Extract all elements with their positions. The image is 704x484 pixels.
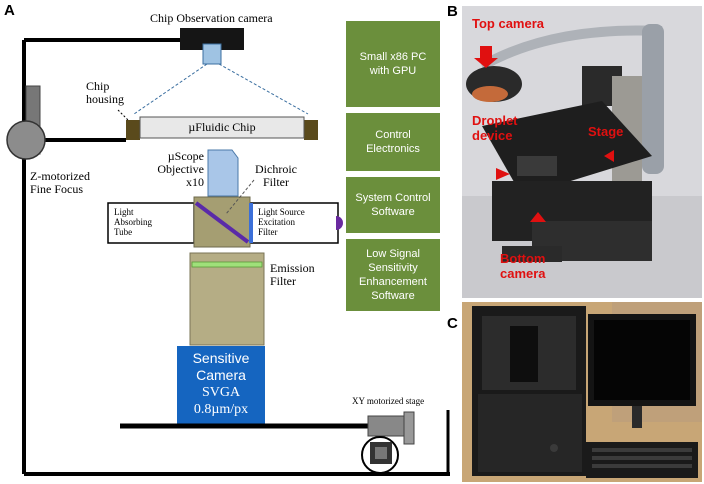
absorbing-tube-label: Light Absorbing Tube — [114, 207, 152, 237]
objective-line-1: µScope — [167, 149, 204, 163]
bottom-line-1: Bottom — [500, 251, 546, 266]
view-cone-right — [218, 63, 309, 115]
objective-lens — [207, 149, 239, 197]
microfluidic-chip-body — [139, 116, 305, 139]
photo-b-illustration — [462, 6, 702, 298]
emission-label: Emission Filter — [270, 262, 315, 288]
chip-housing-label: Chip housing — [86, 80, 124, 106]
microfluidic-chip-label: µFluidic Chip — [188, 120, 256, 134]
chip-housing-line-1: Chip — [86, 79, 110, 93]
absorbing-line-3: Tube — [114, 227, 133, 237]
objective-line-2: Objective — [157, 162, 204, 176]
z-focus-line-2: Fine Focus — [30, 182, 84, 196]
panel-label-b: B — [447, 3, 458, 20]
z-focus-knob — [6, 120, 46, 160]
camera-line-4: 0.8µm/px — [193, 402, 249, 417]
droplet-device-label: Droplet device — [472, 113, 518, 143]
bottom-camera-label: Bottom camera — [500, 251, 546, 281]
panel-label-c: C — [447, 315, 458, 332]
objective-label: µScope Objective x10 — [140, 150, 204, 189]
photo-hardware-setup — [462, 6, 702, 298]
dichroic-label: Dichroic Filter — [255, 163, 297, 189]
light-absorbing-tube — [107, 202, 195, 244]
chip-housing-line-2: housing — [86, 92, 125, 106]
box-control-software: System Control Software — [346, 177, 440, 233]
chip-camera-body — [180, 28, 244, 50]
light-source-line-3: Filter — [258, 227, 278, 237]
dichroic-pointer — [225, 179, 255, 215]
box-control-electronics: Control Electronics — [346, 113, 440, 171]
emission-line-2: Filter — [270, 274, 296, 288]
photo-enclosure — [462, 302, 702, 482]
box-x86-pc: Small x86 PC with GPU — [346, 21, 440, 107]
light-source-label: Light Source Excitation Filter — [258, 207, 305, 237]
camera-line-1: Sensitive — [192, 350, 250, 366]
sensitive-camera-body — [177, 346, 265, 424]
top-camera-label: Top camera — [472, 16, 545, 31]
camera-label: Sensitive Camera SVGA 0.8µm/px — [177, 350, 265, 418]
absorbing-line-2: Absorbing — [114, 217, 152, 227]
light-source-lamp — [336, 216, 343, 230]
stage-label: Stage — [588, 124, 624, 139]
chip-camera-lens — [202, 43, 222, 65]
emission-filter — [191, 261, 263, 268]
z-focus-label: Z-motorized Fine Focus — [30, 170, 90, 196]
xy-stage-motor-core — [375, 447, 387, 459]
emission-line-1: Emission — [270, 261, 315, 275]
chip-housing-right — [304, 120, 318, 140]
camera-line-3: SVGA — [201, 385, 241, 400]
xy-stage-label: XY motorized stage — [352, 396, 425, 406]
absorbing-line-1: Light — [114, 207, 134, 217]
xy-stage-upright — [403, 411, 415, 445]
camera-line-2: Camera — [196, 367, 246, 383]
z-focus-line-1: Z-motorized — [30, 169, 90, 183]
schematic-diagram — [6, 28, 450, 476]
emission-tube — [189, 252, 265, 346]
box-enhancement-software: Low Signal Sensitivity Enhancement Softw… — [346, 239, 440, 311]
dichroic-line-1: Dichroic — [255, 162, 297, 176]
panel-label-a: A — [4, 2, 15, 19]
xy-stage-block — [367, 415, 405, 437]
chip-housing-left — [126, 120, 140, 140]
light-source-line-2: Excitation — [258, 217, 295, 227]
chip-camera-label: Chip Observation camera — [150, 11, 273, 25]
objective-line-3: x10 — [186, 175, 204, 189]
housing-pointer — [117, 109, 129, 121]
photo-c-illustration — [462, 302, 702, 482]
bottom-line-2: camera — [500, 266, 546, 281]
view-cone-left — [133, 63, 208, 115]
excitation-filter-strip — [249, 203, 253, 243]
dichroic-line-2: Filter — [262, 175, 289, 189]
light-source-line-1: Light Source — [258, 207, 305, 217]
droplet-line-2: device — [472, 128, 513, 143]
dichroic-mirror — [194, 201, 250, 244]
droplet-line-1: Droplet — [472, 113, 518, 128]
